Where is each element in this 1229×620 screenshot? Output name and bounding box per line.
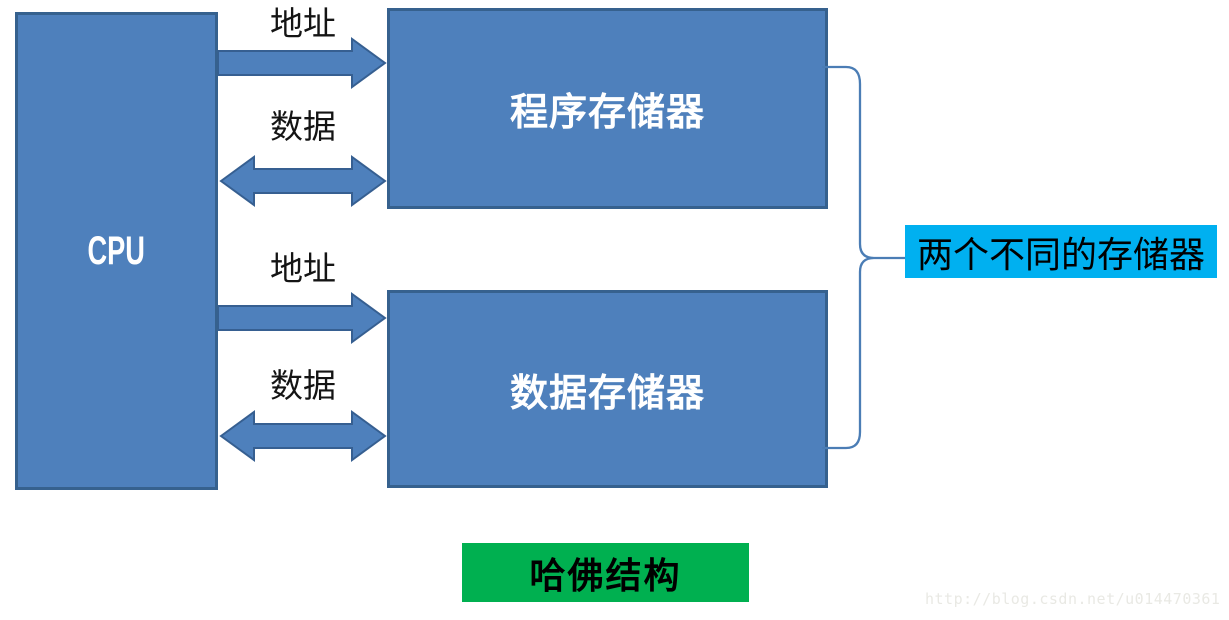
data-bus-label-bottom: 数据 xyxy=(270,369,336,405)
cpu-label: CPU xyxy=(87,228,146,273)
watermark-url: http://blog.csdn.net/u014470361 xyxy=(925,590,1221,608)
address-bus-arrow-bottom xyxy=(218,292,387,344)
address-bus-label-top: 地址 xyxy=(270,7,336,43)
program-memory-label: 程序存储器 xyxy=(509,92,705,134)
program-memory-box: 程序存储器 xyxy=(387,8,828,209)
annotation-callout: 两个不同的存储器 xyxy=(905,225,1217,278)
data-bus-label-top: 数据 xyxy=(270,110,336,146)
diagram-title: 哈佛结构 xyxy=(529,554,682,596)
cpu-box: CPU xyxy=(15,12,218,490)
address-bus-label-bottom: 地址 xyxy=(270,252,336,288)
diagram-title-box: 哈佛结构 xyxy=(462,543,749,602)
data-bus-arrow-bottom xyxy=(219,410,387,462)
grouping-brace xyxy=(821,65,907,450)
data-memory-box: 数据存储器 xyxy=(387,290,828,488)
data-bus-arrow-top xyxy=(219,155,387,207)
data-memory-label: 数据存储器 xyxy=(509,372,705,415)
annotation-label: 两个不同的存储器 xyxy=(916,234,1205,275)
address-bus-arrow-top xyxy=(218,37,387,89)
